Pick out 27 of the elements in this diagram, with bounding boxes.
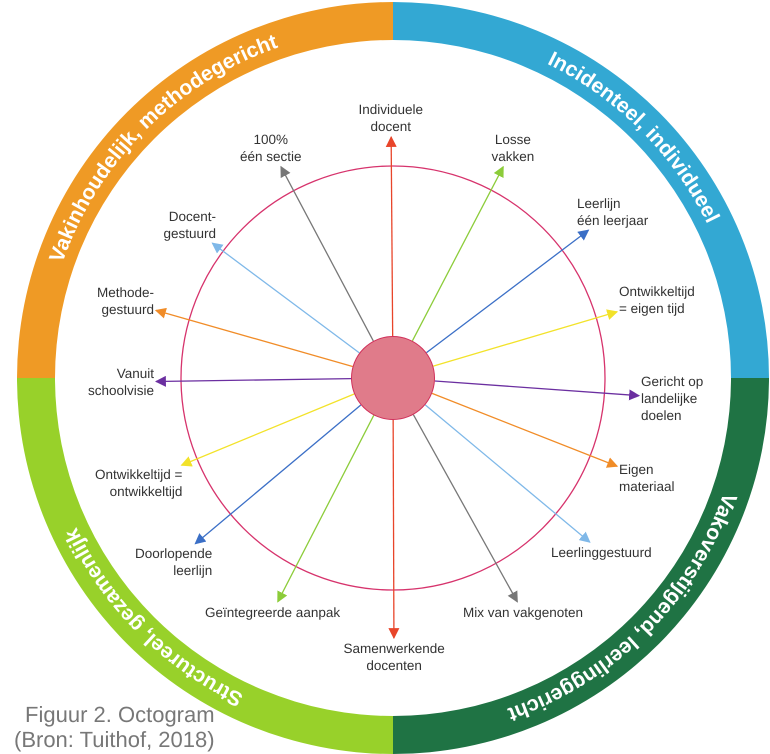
arrow — [412, 414, 518, 603]
spoke-label: Gericht op landelijke doelen — [641, 372, 704, 424]
arrow — [426, 230, 590, 354]
arrow — [386, 136, 397, 336]
arrow — [194, 404, 362, 544]
spoke-label: Methode-gestuurd — [92, 284, 154, 318]
arrow — [434, 380, 640, 400]
arrow — [424, 404, 591, 543]
arrow — [154, 376, 352, 387]
spoke-label: Individuele docent — [358, 101, 424, 135]
hub-circle — [351, 336, 435, 420]
spoke-label: Samenwerkende docenten — [344, 640, 445, 674]
figure-caption: Figuur 2. Octogram (Bron: Tuithof, 2018) — [14, 702, 215, 752]
spoke-label: Ontwikkeltijd = ontwikkeltijd — [95, 466, 182, 500]
arrow — [277, 415, 374, 603]
arrow — [433, 309, 618, 367]
spoke-label: Eigen materiaal — [619, 461, 675, 495]
arrow — [280, 166, 374, 342]
arrow — [180, 393, 354, 467]
arrow — [388, 420, 400, 640]
spoke-label: Losse vakken — [492, 131, 534, 165]
arrow — [154, 308, 353, 368]
arrow — [212, 242, 360, 354]
spoke-label: Ontwikkeltijd = eigen tijd — [619, 283, 695, 317]
arrow — [432, 392, 618, 468]
spoke-label: Vanuit schoolvisie — [88, 365, 154, 399]
arrow — [412, 166, 504, 342]
